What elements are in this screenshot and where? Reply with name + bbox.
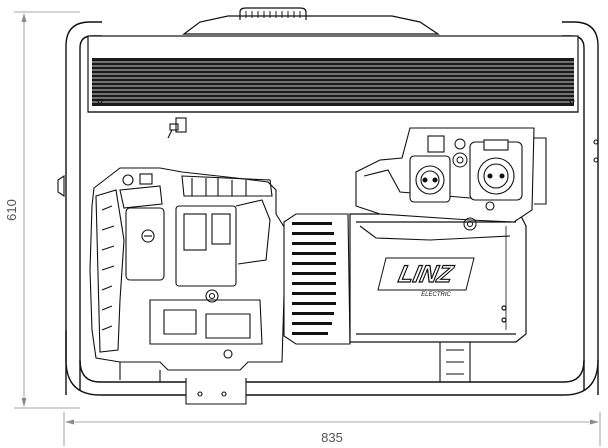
fuel-tank	[182, 7, 440, 35]
engine-block	[57, 167, 287, 371]
width-dimension-label: 835	[321, 430, 343, 445]
height-dimension-label: 610	[4, 199, 19, 221]
circuit-breaker-icon	[452, 138, 477, 231]
alternator-fins	[283, 213, 351, 345]
width-dimension	[63, 412, 601, 446]
linz-logo: LINZ ELECTRIC	[377, 257, 475, 298]
top-ribbed-panel	[87, 35, 579, 113]
linz-logo-subtext: ELECTRIC	[421, 292, 451, 298]
height-dimension	[14, 11, 80, 409]
fuel-cap-ribs	[245, 11, 301, 18]
linz-logo-text: LINZ	[396, 261, 456, 288]
power-socket-left-icon	[409, 135, 451, 203]
fuel-valve	[167, 117, 187, 139]
base-mounts	[119, 342, 471, 405]
power-socket-right-icon	[469, 139, 523, 211]
